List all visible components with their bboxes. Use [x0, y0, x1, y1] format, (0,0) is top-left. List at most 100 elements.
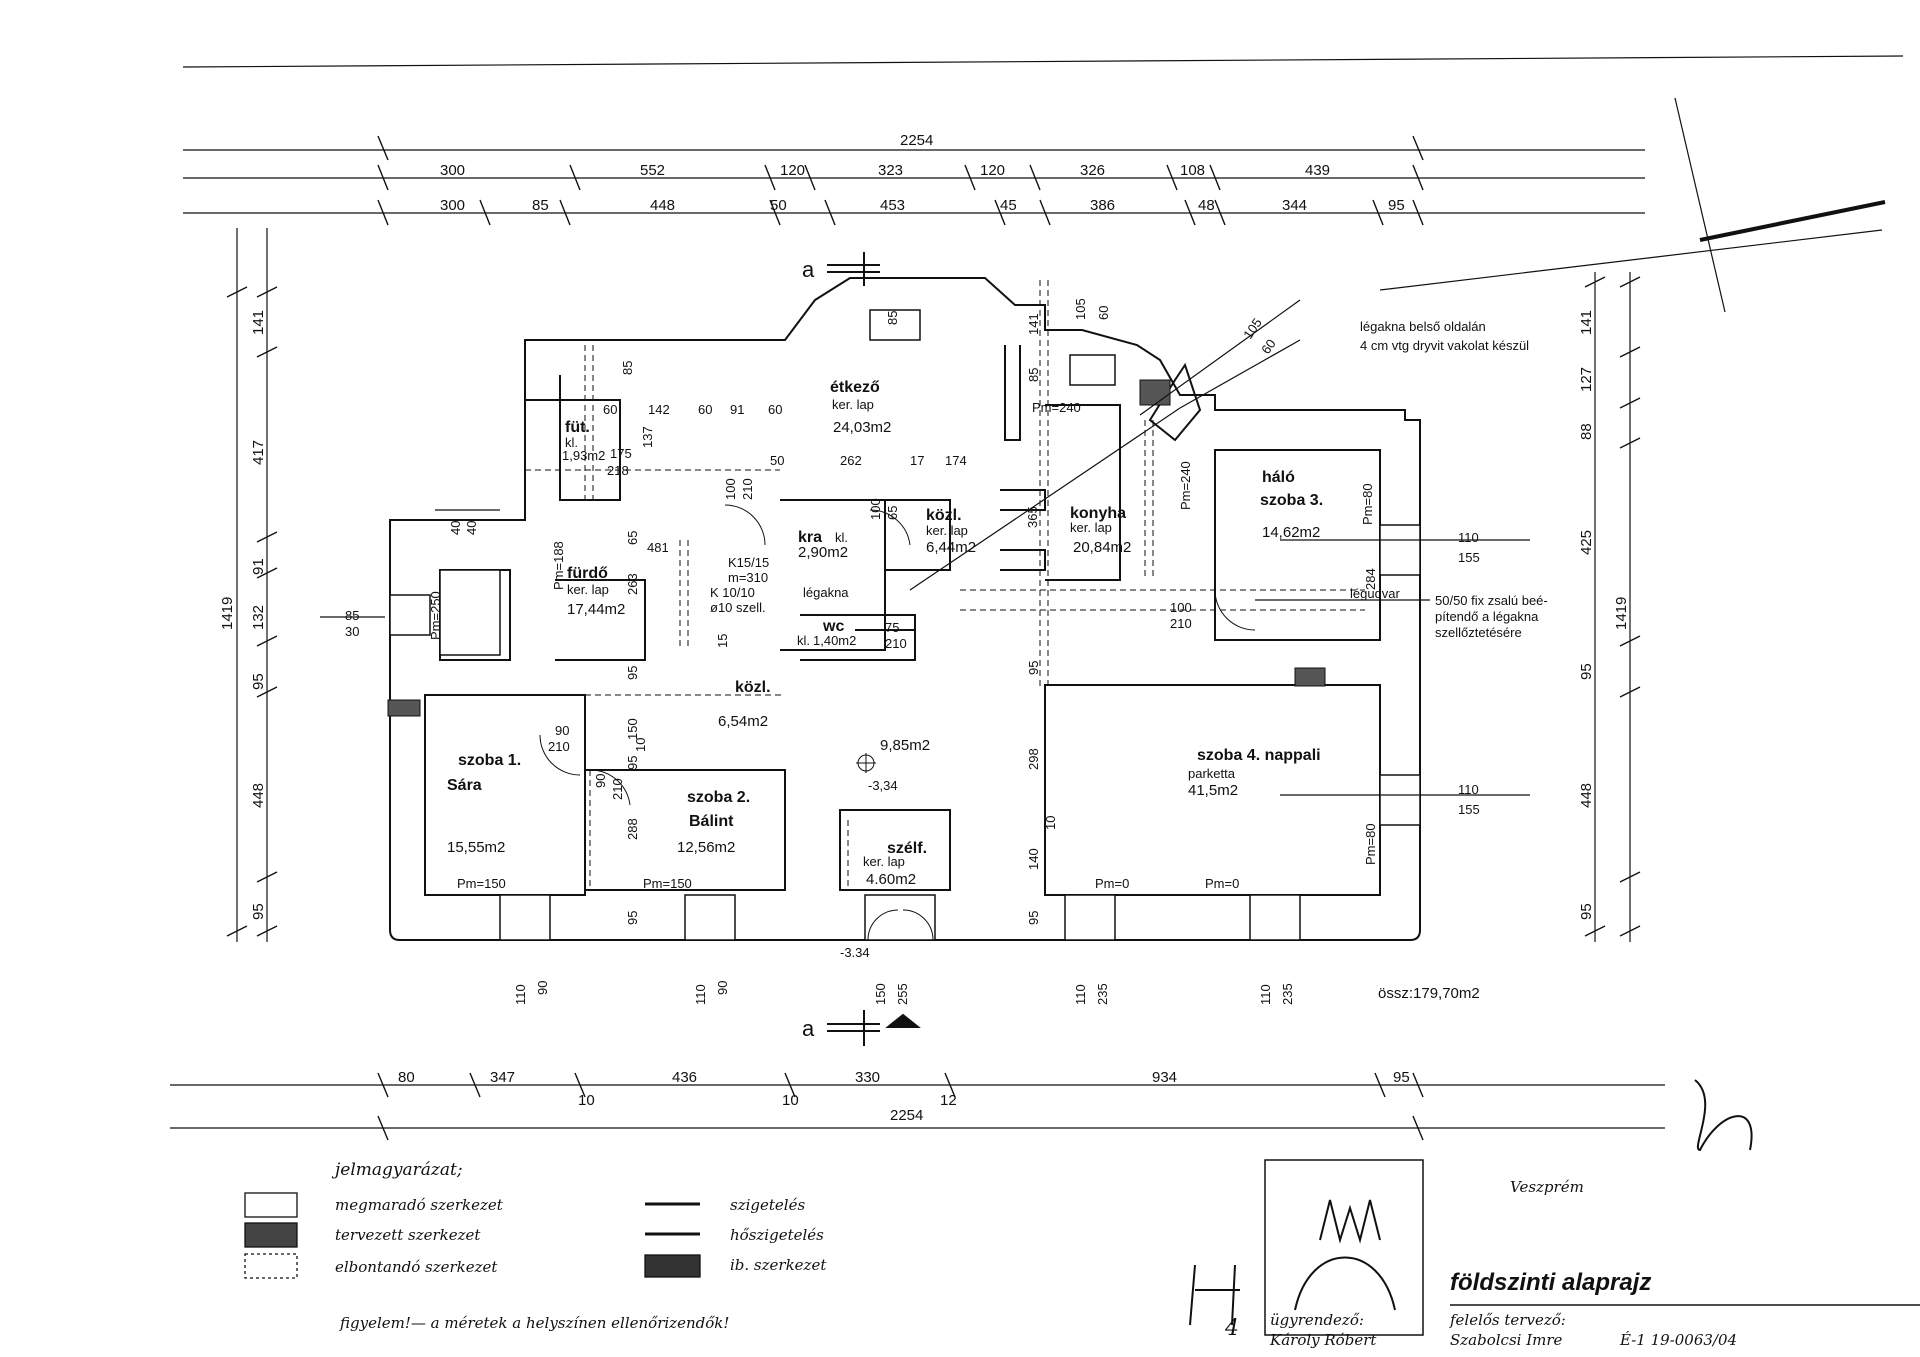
room-area: 2,90m2 — [798, 544, 848, 561]
room-name: füt. — [565, 419, 590, 436]
room-area: 9,85m2 — [880, 737, 930, 754]
dim: 60 — [698, 402, 712, 417]
total-area: össz:179,70m2 — [1378, 985, 1480, 1002]
dim: 150 — [873, 983, 888, 1005]
dim: 155 — [1458, 550, 1480, 565]
room-name: szélf. — [887, 840, 927, 857]
dim: 344 — [1282, 197, 1307, 214]
level: -3.34 — [840, 945, 870, 960]
dim: 235 — [1280, 983, 1295, 1005]
dim: 91 — [250, 558, 267, 575]
dim-misc: 85 30 40 40 105 60 105 60 85 141 85 85 1… — [345, 298, 1480, 1005]
license-number: É-1 19-0063/04 — [1619, 1331, 1737, 1349]
door-swings — [539, 504, 1256, 941]
owner-name: Károly Róbert — [1269, 1331, 1377, 1349]
dim-bottom-total: 2254 — [890, 1107, 923, 1124]
section-mark-bottom: a — [802, 1016, 815, 1041]
dim: 1419 — [1613, 597, 1630, 630]
legend-title: jelmagyarázat; — [331, 1160, 463, 1180]
dim-top-total: 2254 — [900, 132, 933, 149]
dim: 75 — [885, 620, 899, 635]
dim: 100 — [1170, 600, 1192, 615]
dim: K 10/10 — [710, 585, 755, 600]
room-area: 14,62m2 — [1262, 524, 1320, 541]
room-name: étkező — [830, 379, 880, 396]
dim: Pm=250 — [428, 591, 443, 640]
windows — [389, 309, 1421, 941]
dim: 100 — [868, 498, 883, 520]
dim: 210 — [548, 739, 570, 754]
hatch-marks — [387, 379, 1326, 717]
dim: Pm=80 — [1363, 823, 1378, 865]
dim: 95 — [625, 911, 640, 925]
note-zsalu-1: 50/50 fix zsalú beé- — [1435, 593, 1548, 608]
room-floor: ker. lap — [1070, 520, 1112, 535]
dim-bottom-row: 80 347 436 330 934 95 10 10 12 2254 — [398, 1069, 1410, 1124]
room-name-2: Sára — [447, 777, 482, 794]
room-area: 1,40m2 — [813, 633, 856, 648]
dim: 110 — [1258, 984, 1273, 1005]
dim: 95 — [1578, 663, 1595, 680]
room-name: légudvar — [1350, 586, 1401, 601]
dim: 88 — [1578, 423, 1595, 440]
dim: 60 — [1096, 306, 1111, 320]
dim: 300 — [440, 162, 465, 179]
sheet-number: 4 — [1224, 1316, 1239, 1341]
dim: 10 — [633, 738, 648, 752]
dim: 10 — [1043, 816, 1058, 830]
dim: Pm=150 — [643, 876, 692, 891]
dim: 218 — [607, 463, 629, 478]
dim: 934 — [1152, 1069, 1177, 1086]
dim: K15/15 — [728, 555, 769, 570]
title-block-frame — [1189, 1079, 1920, 1336]
room-name: közl. — [926, 507, 962, 524]
dim: Pm=0 — [1095, 876, 1129, 891]
dim: 60 — [1258, 336, 1279, 356]
dim: 60 — [603, 402, 617, 417]
room-name: szoba 1. — [458, 752, 521, 769]
room-name: szoba 2. — [687, 789, 750, 806]
dim: 65 — [885, 506, 900, 520]
title-line1: Veszprém — [1510, 1178, 1584, 1196]
dim: m=310 — [728, 570, 768, 585]
room-area: 17,44m2 — [567, 601, 625, 618]
dim: 60 — [768, 402, 782, 417]
room-name: közl. — [735, 679, 771, 696]
dim: 288 — [625, 818, 640, 840]
dim: 40 — [448, 521, 463, 535]
legend-item: megmaradó szerkezet — [335, 1196, 504, 1214]
dim: 175 — [610, 446, 632, 461]
room-name: fürdő — [567, 565, 608, 582]
room-floor: ker. lap — [926, 523, 968, 538]
dim: 85 — [620, 361, 635, 375]
dim: 50 — [770, 453, 784, 468]
dim: 174 — [945, 453, 967, 468]
room-labels: étkező ker. lap 24,03m2 füt. kl. 1,93m2 … — [447, 379, 1401, 888]
dim: 137 — [640, 426, 655, 448]
dim: 80 — [398, 1069, 415, 1086]
dim: 40 — [464, 521, 479, 535]
dim: 85 — [1026, 368, 1041, 382]
dim-top-row2: 300 85 448 50 453 45 386 48 344 95 — [440, 197, 1405, 214]
dim: 90 — [593, 774, 608, 788]
room-name: kra — [798, 529, 822, 546]
designer-label: felelős tervező: — [1449, 1311, 1566, 1329]
room-floor: ker. lap — [567, 582, 609, 597]
dim: 552 — [640, 162, 665, 179]
level: -3,34 — [868, 778, 898, 793]
dim: 110 — [1458, 530, 1479, 545]
dim: 150 — [625, 718, 640, 740]
room-name: szoba 4. nappali — [1197, 747, 1321, 764]
leader-lines — [320, 299, 1530, 796]
dim: 10 — [782, 1092, 799, 1109]
notes: légakna belső oldalán 4 cm vtg dryvit va… — [1360, 319, 1548, 1002]
dim: 425 — [1578, 530, 1595, 555]
dim: 85 — [885, 311, 900, 325]
dim: 30 — [345, 624, 359, 639]
note-legakna-2: 4 cm vtg dryvit vakolat készül — [1360, 338, 1529, 353]
room-floor: kl. — [835, 530, 848, 545]
dim: Pm=150 — [457, 876, 506, 891]
dim: 436 — [672, 1069, 697, 1086]
dim: 110 — [693, 984, 708, 1005]
dim: 448 — [1578, 783, 1595, 808]
